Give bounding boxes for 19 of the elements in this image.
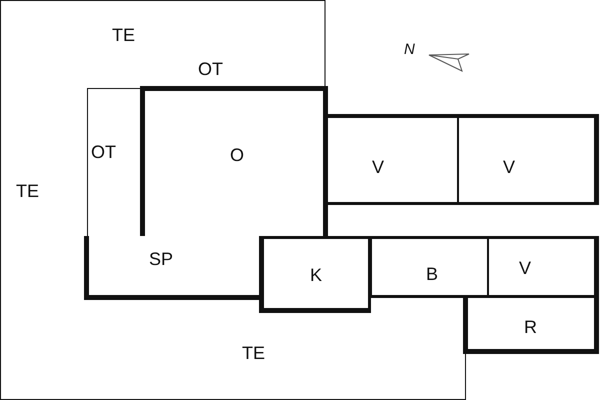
room-label: V [519,259,532,277]
area-label: TE [242,344,266,362]
area-label: TE [16,182,40,200]
room [463,296,599,354]
room-label: R [524,318,537,336]
room-label: OT [91,143,116,161]
room-label: SP [149,250,174,268]
room-label: K [310,266,322,284]
room-label: B [426,265,438,283]
room-label: O [230,146,244,164]
room [369,236,489,298]
room-label: V [503,158,516,176]
room [487,236,599,298]
area-label: TE [112,26,136,44]
north-label: N [404,42,415,57]
room-label: V [372,158,384,176]
terrace-area [0,0,466,400]
room [457,114,599,205]
area-label: OT [198,60,223,78]
